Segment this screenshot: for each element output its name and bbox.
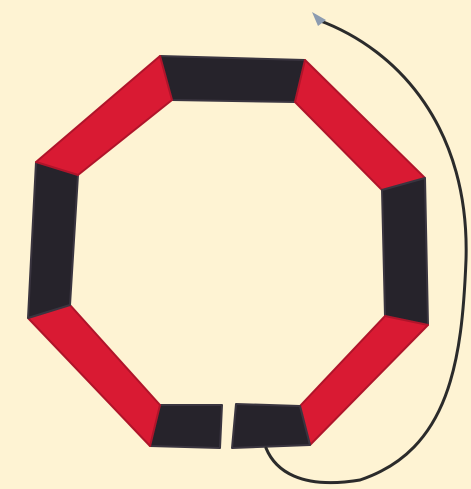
segment-bottom-left-half xyxy=(150,405,222,448)
segment-top xyxy=(160,56,305,102)
segment-bottom-right-half xyxy=(232,404,310,448)
segment-right xyxy=(382,178,428,325)
segment-left xyxy=(28,162,78,318)
